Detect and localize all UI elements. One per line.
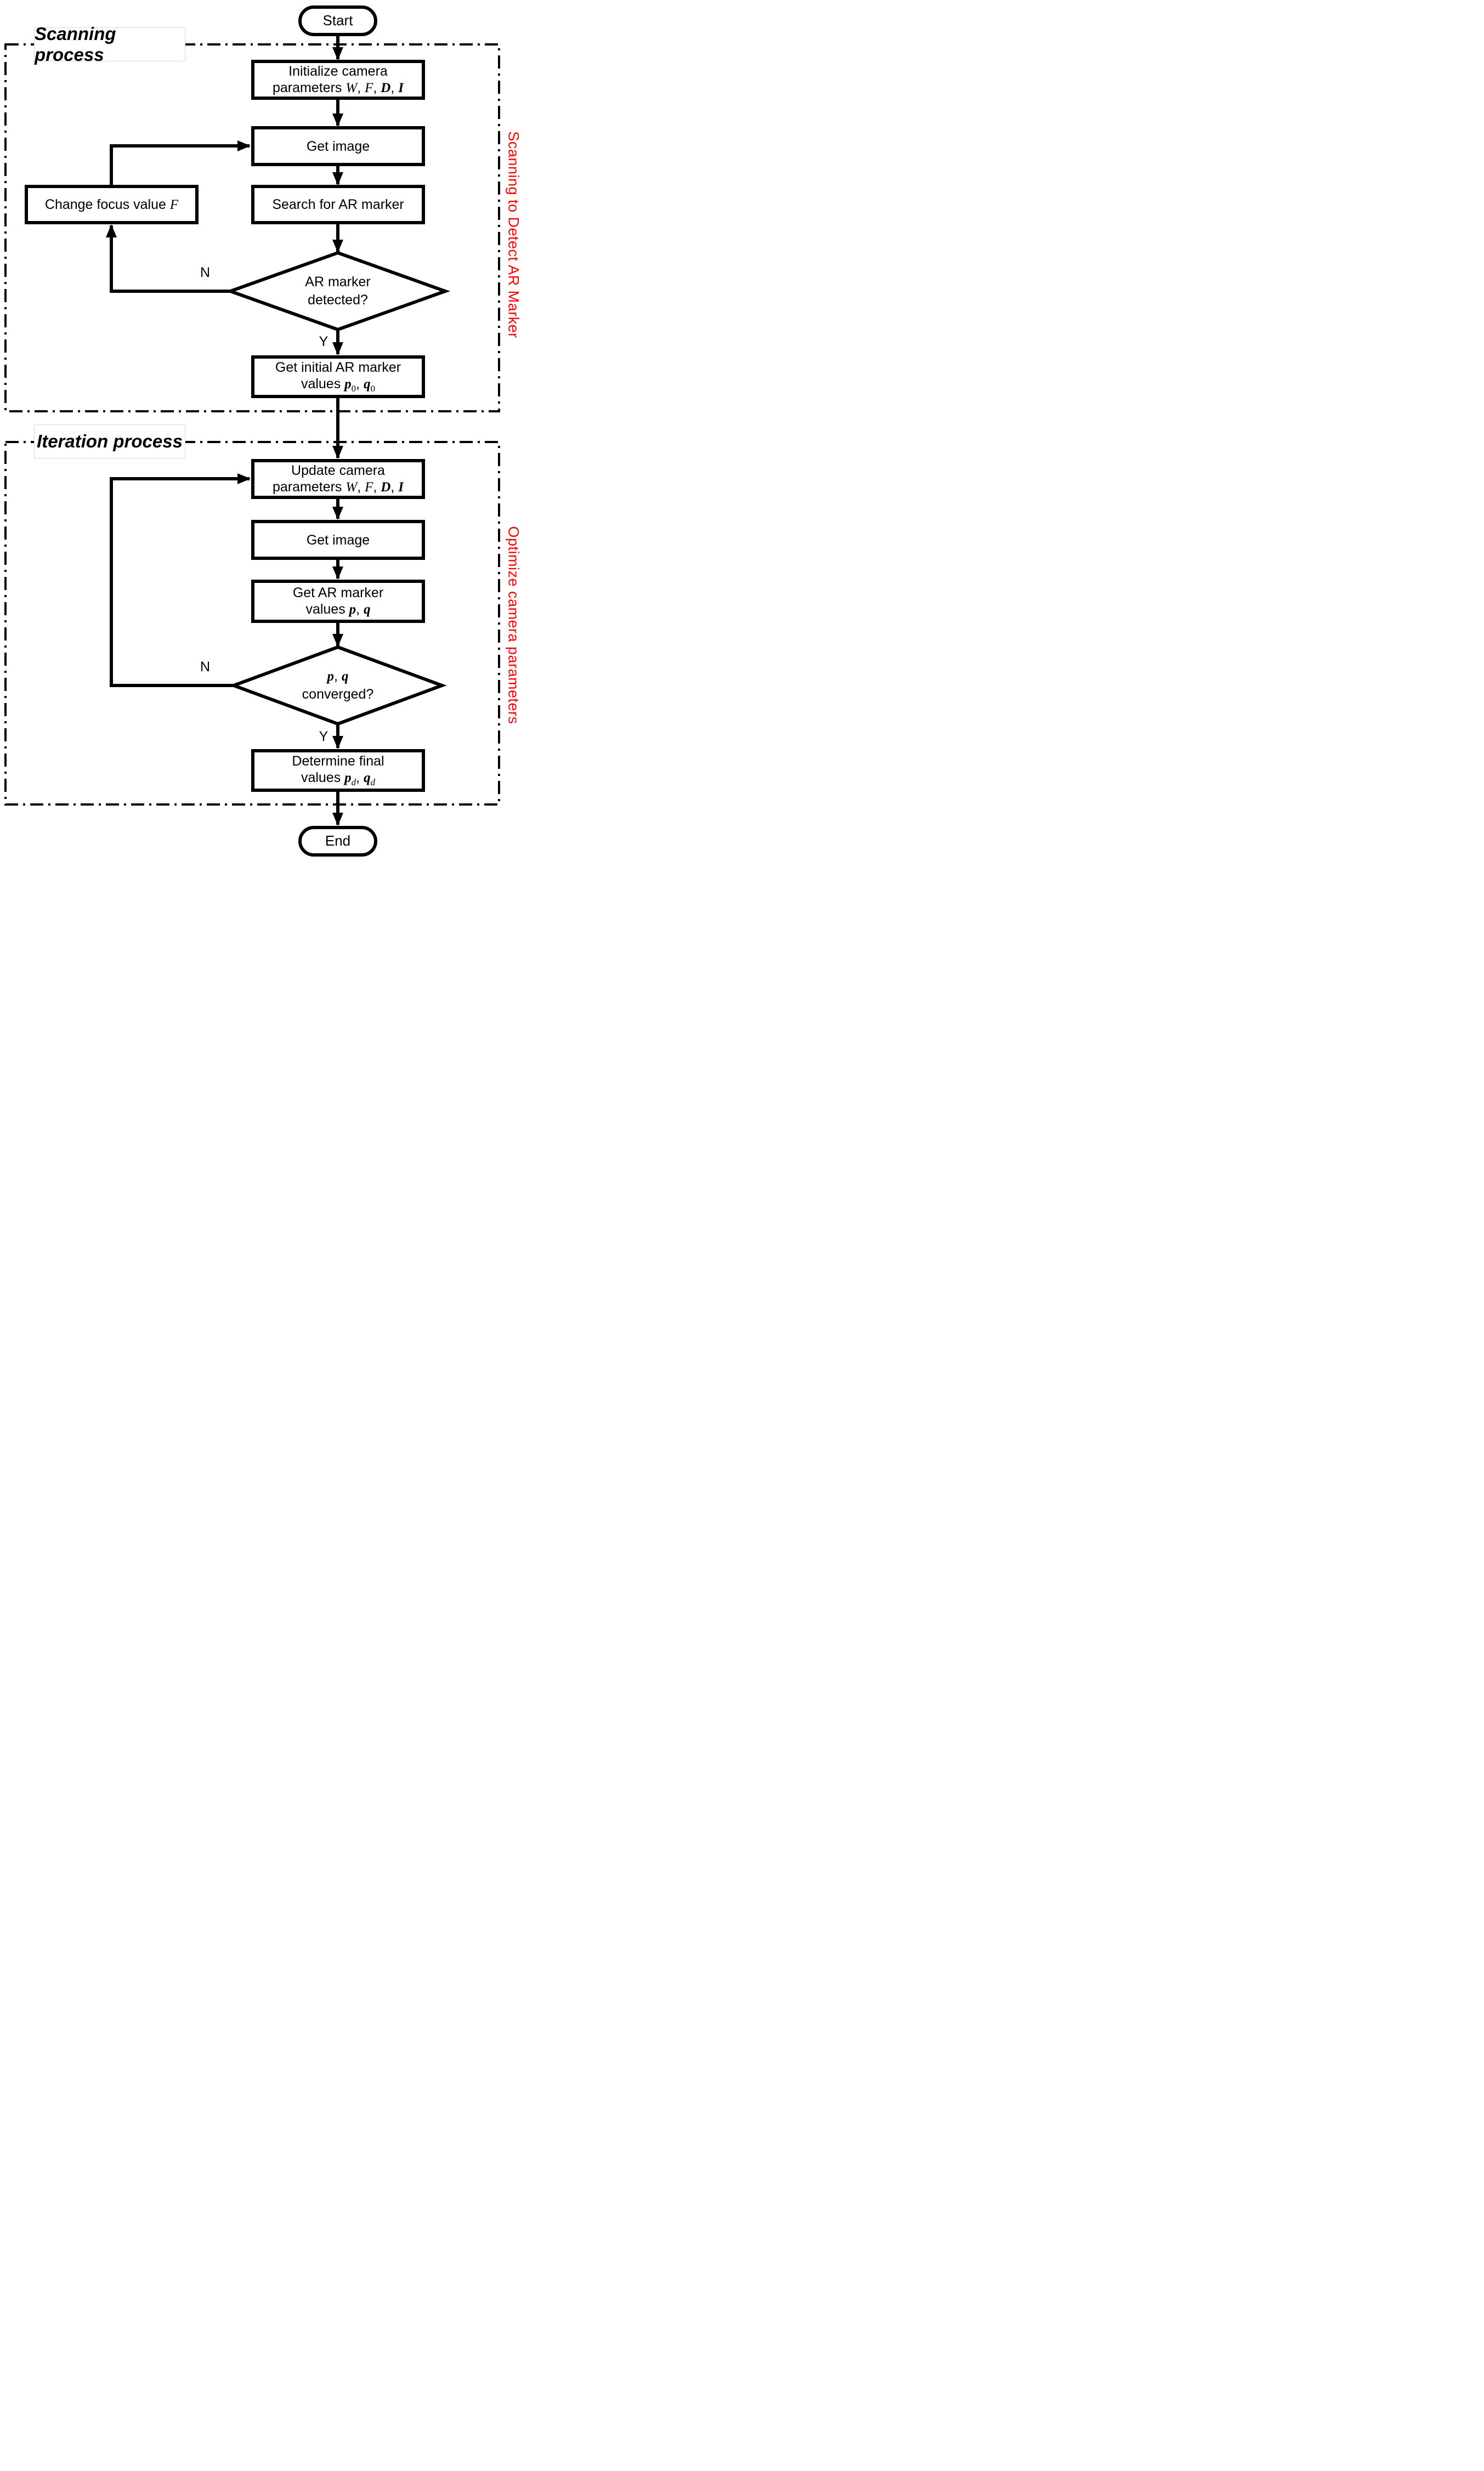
branch-label-detected-no: N: [200, 264, 211, 280]
process-initialize-camera: Initialize camera parameters W, F, D, I: [251, 60, 425, 100]
determine-line2: values pd, qd: [301, 769, 376, 787]
scanning-region-border: [4, 43, 500, 412]
connector-detected-no-to-changefocus: [106, 224, 230, 293]
process-search-ar-marker: Search for AR marker: [251, 185, 425, 224]
connector-changefocus-to-getimage1: [110, 140, 251, 185]
branch-label-converged-no: N: [200, 659, 211, 675]
process-get-image-2: Get image: [251, 520, 425, 560]
region-label-iteration-text: Iteration process: [37, 431, 183, 451]
converged-line2: converged?: [302, 687, 374, 702]
decision-label-converged: p, q converged?: [256, 653, 420, 718]
process-get-image-1: Get image: [251, 126, 425, 166]
flowchart-canvas: Scanning process Iteration process Start…: [0, 0, 521, 868]
detected-line2: detected?: [308, 292, 368, 308]
branch-label-detected-yes: Y: [319, 333, 328, 349]
converged-line1: p, q: [327, 668, 349, 684]
terminator-end: End: [298, 826, 377, 857]
get-initial-line1: Get initial AR marker: [275, 359, 401, 375]
process-change-focus: Change focus value F: [25, 185, 199, 224]
update-line1: Update camera: [291, 463, 385, 478]
change-focus-label: Change focus value F: [44, 196, 179, 212]
region-label-scanning: Scanning process: [34, 24, 185, 65]
end-label: End: [325, 832, 351, 849]
branch-label-converged-yes: Y: [319, 728, 328, 744]
search-label: Search for AR marker: [272, 197, 404, 212]
iteration-region-border: [4, 441, 500, 806]
initialize-line2: parameters W, F, D, I: [272, 80, 404, 95]
process-determine-final: Determine final values pd, qd: [251, 749, 425, 792]
update-line2: parameters W, F, D, I: [272, 479, 404, 495]
decision-diamond-converged: [229, 645, 447, 726]
side-label-scanning-to-detect: Scanning to Detect AR Marker: [505, 131, 522, 338]
terminator-start: Start: [298, 5, 377, 36]
get-ar-line2: values p, q: [305, 602, 371, 617]
connector-converged-no-to-update: [110, 473, 251, 687]
decision-label-detected: AR marker detected?: [256, 258, 420, 324]
decision-diamond-detected: [225, 251, 450, 332]
process-get-ar-values: Get AR marker values p, q: [251, 580, 425, 623]
process-get-initial-values: Get initial AR marker values p0, q0: [251, 355, 425, 398]
determine-line1: Determine final: [292, 753, 384, 769]
get-ar-line1: Get AR marker: [292, 585, 384, 600]
region-label-iteration: Iteration process: [34, 424, 185, 458]
side-label-optimize-parameters: Optimize camera parameters: [505, 526, 522, 724]
get-initial-line2: values p0, q0: [301, 376, 376, 394]
process-update-camera: Update camera parameters W, F, D, I: [251, 459, 425, 499]
get-image-2-label: Get image: [306, 532, 370, 548]
get-image-1-label: Get image: [306, 138, 370, 154]
start-label: Start: [322, 12, 353, 29]
initialize-line1: Initialize camera: [288, 64, 388, 79]
region-label-scanning-text: Scanning process: [35, 24, 116, 65]
flow-connectors-svg: [4, 36, 500, 826]
detected-line1: AR marker: [305, 274, 371, 290]
